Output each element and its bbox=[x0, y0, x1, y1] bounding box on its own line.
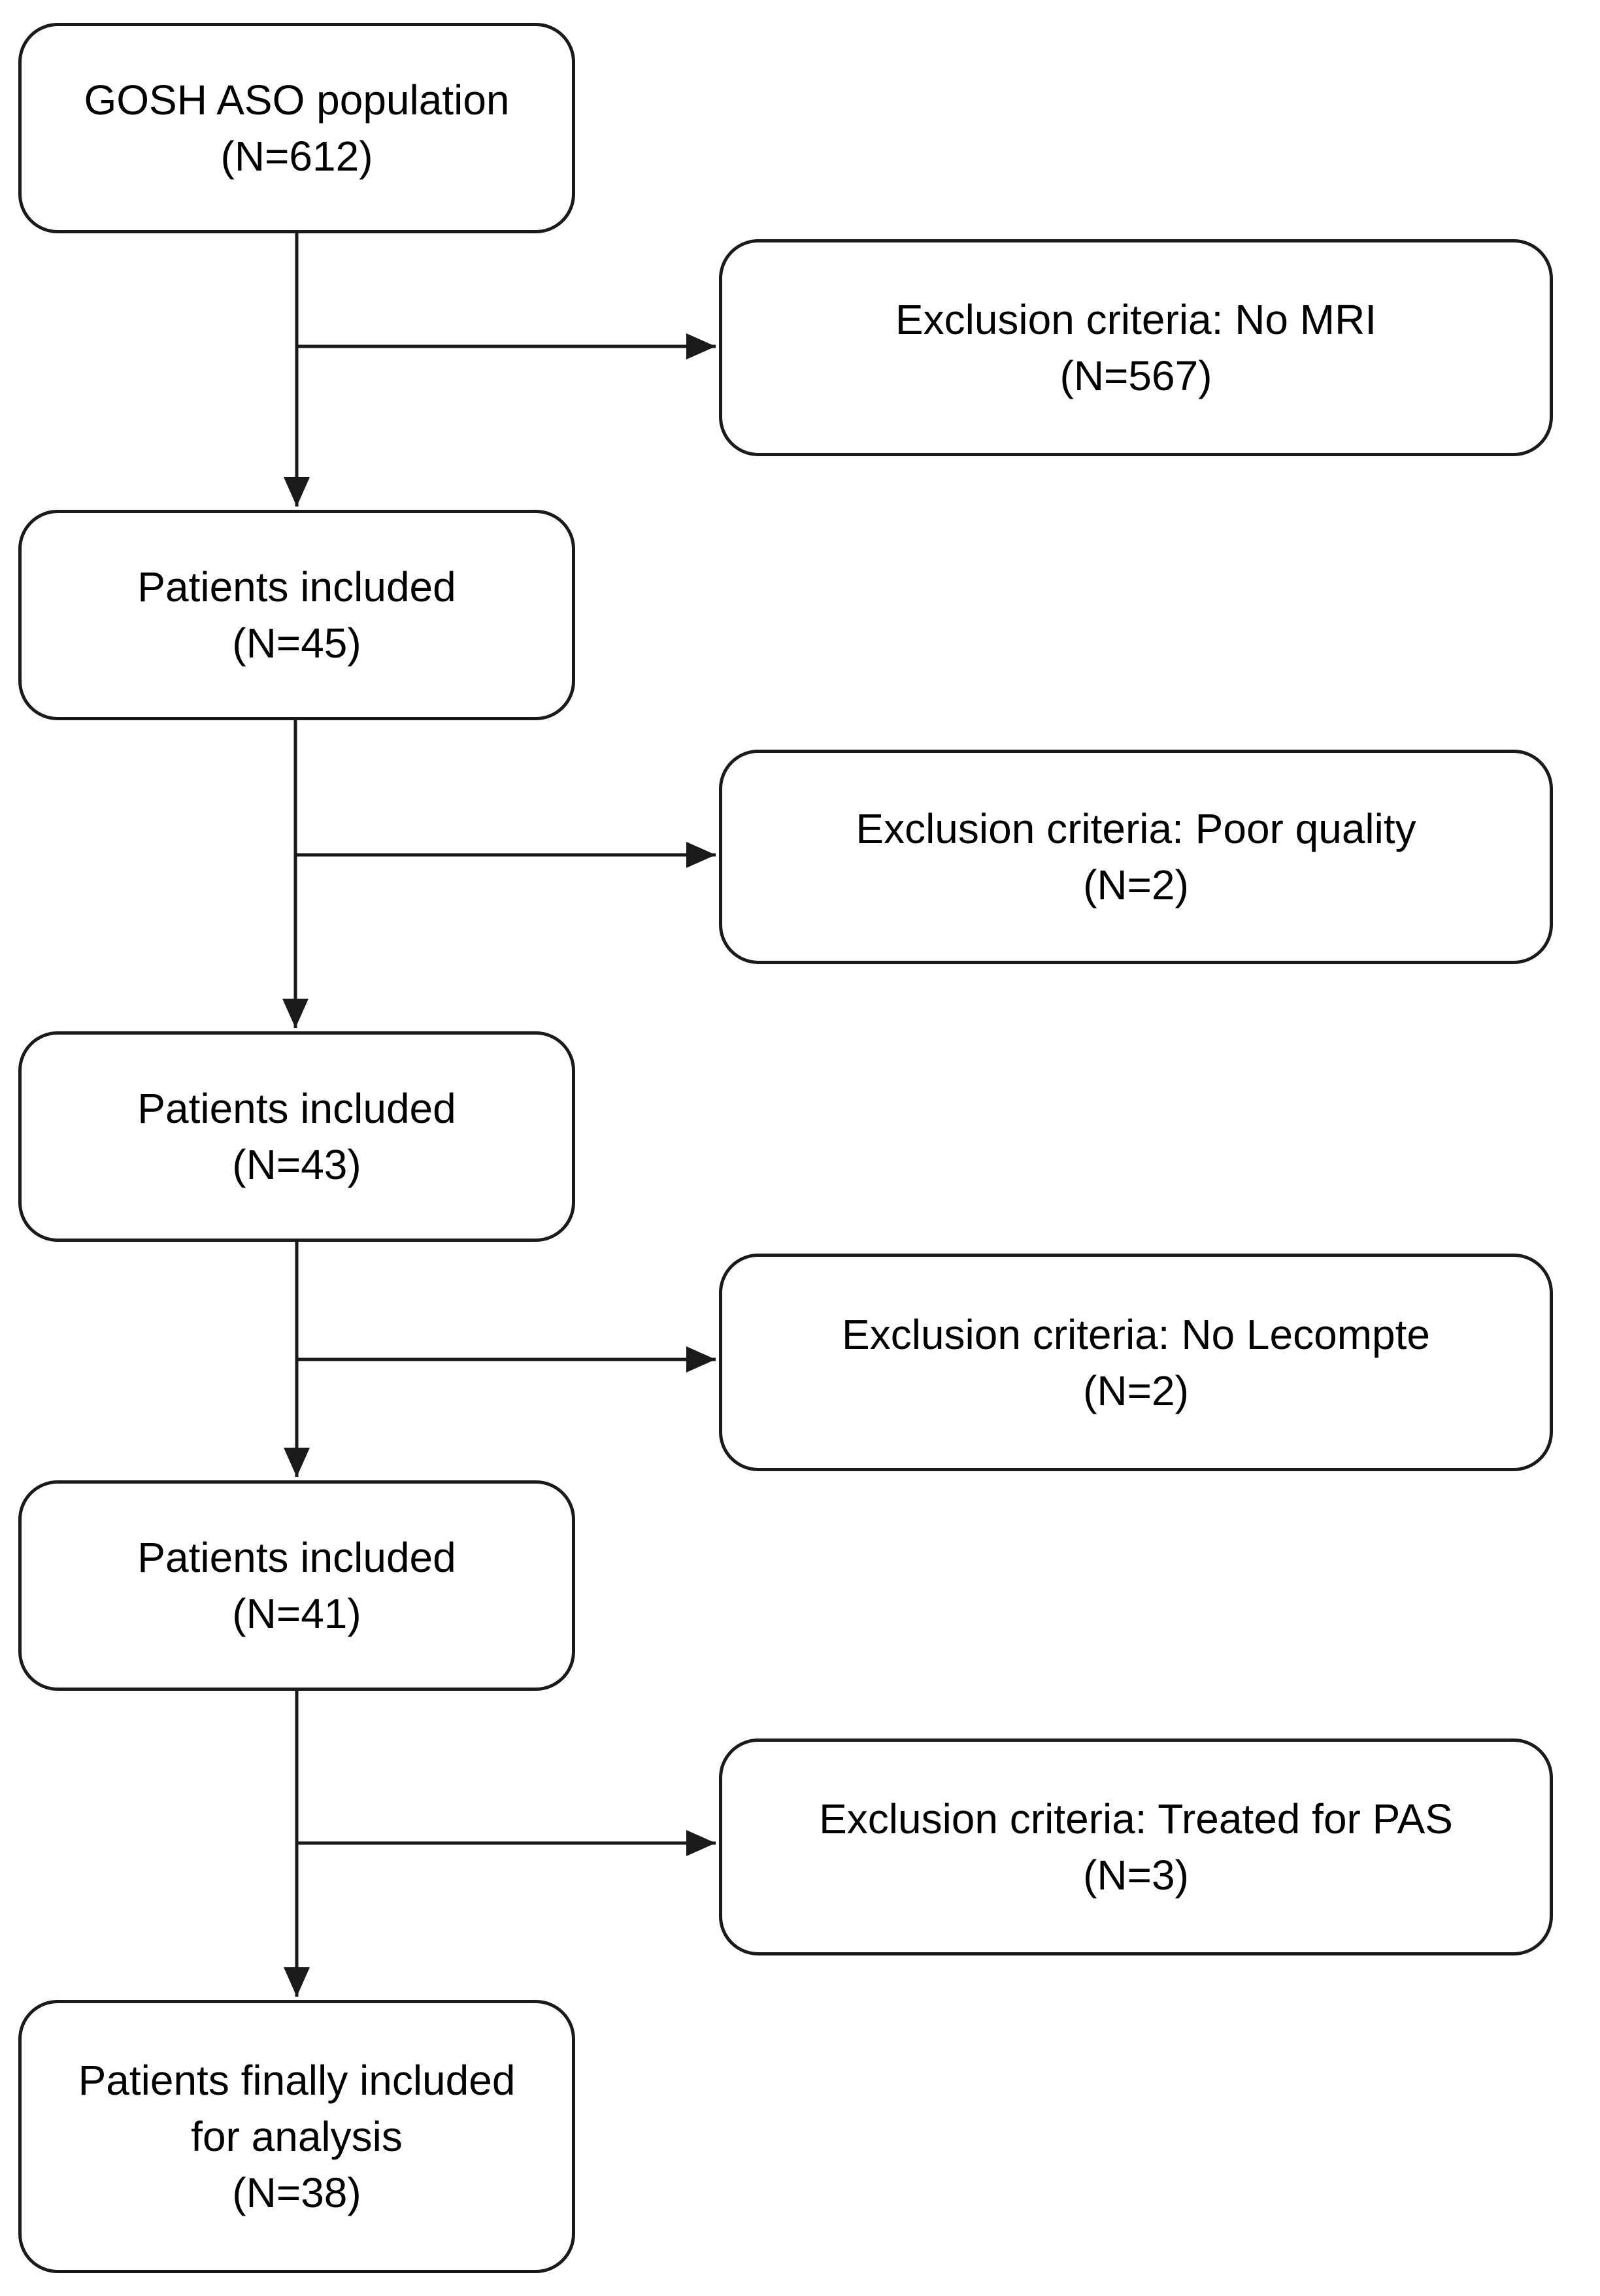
exclusion-title-4: Exclusion criteria: Treated for PAS bbox=[819, 1795, 1453, 1842]
population-box: GOSH ASO population (N=612) bbox=[18, 23, 575, 233]
final-title-line-1: Patients finally included bbox=[78, 2057, 516, 2104]
exclusion-count-2: (N=2) bbox=[1083, 861, 1189, 908]
exclusion-title-1: Exclusion criteria: No MRI bbox=[895, 296, 1377, 343]
exclusion-title-2: Exclusion criteria: Poor quality bbox=[856, 805, 1416, 852]
population-count: (N=612) bbox=[220, 133, 373, 180]
exclusion-box-poor-quality: Exclusion criteria: Poor quality (N=2) bbox=[719, 750, 1553, 964]
included-title-2: Patients included bbox=[137, 1085, 456, 1132]
exclusion-count-4: (N=3) bbox=[1083, 1852, 1189, 1899]
included-box-2: Patients included (N=43) bbox=[18, 1031, 575, 1242]
exclusion-count-3: (N=2) bbox=[1083, 1367, 1189, 1414]
final-analysis-box: Patients finally included for analysis (… bbox=[18, 2000, 575, 2273]
final-count: (N=38) bbox=[232, 2169, 361, 2216]
final-title-line-2: for analysis bbox=[191, 2113, 403, 2160]
included-box-1: Patients included (N=45) bbox=[18, 510, 575, 720]
exclusion-title-3: Exclusion criteria: No Lecompte bbox=[842, 1310, 1430, 1358]
included-box-3: Patients included (N=41) bbox=[18, 1480, 575, 1691]
included-title-1: Patients included bbox=[137, 563, 456, 610]
included-count-2: (N=43) bbox=[232, 1141, 361, 1188]
exclusion-box-no-mri: Exclusion criteria: No MRI (N=567) bbox=[719, 239, 1553, 456]
included-count-1: (N=45) bbox=[232, 620, 361, 667]
included-count-3: (N=41) bbox=[232, 1590, 361, 1637]
included-title-3: Patients included bbox=[137, 1534, 456, 1581]
exclusion-box-treated-pas: Exclusion criteria: Treated for PAS (N=3… bbox=[719, 1739, 1553, 1955]
population-title: GOSH ASO population bbox=[84, 76, 510, 124]
exclusion-count-1: (N=567) bbox=[1059, 352, 1212, 399]
exclusion-box-no-lecompte: Exclusion criteria: No Lecompte (N=2) bbox=[719, 1254, 1553, 1471]
